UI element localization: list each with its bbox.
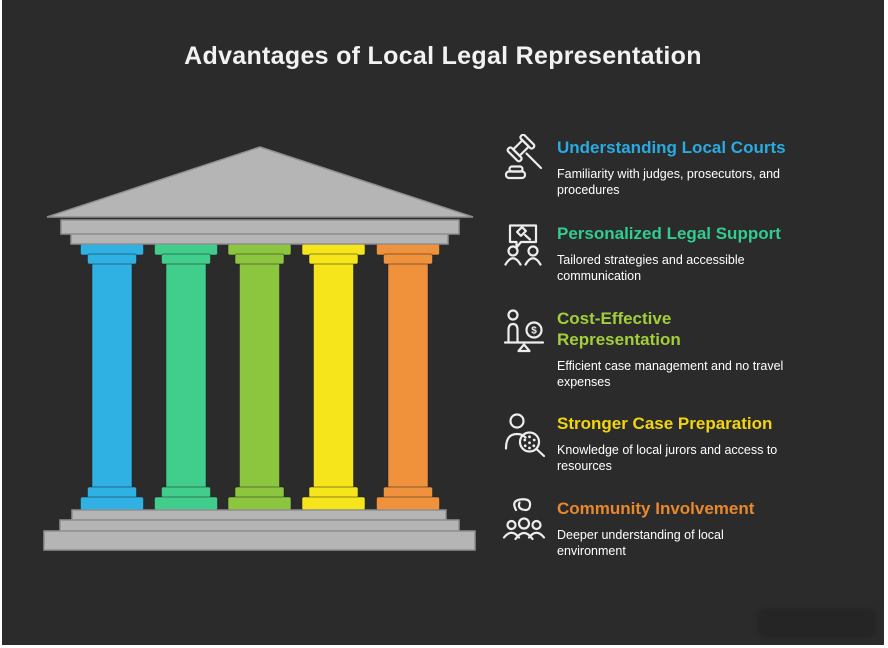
consultation-people-icon [500,220,548,268]
advantage-item-cost-effective-representation: $ Cost-Effective Representation Efficien… [500,305,789,390]
advantage-text: Stronger Case Preparation Knowledge of l… [557,410,789,474]
step-bottom [43,530,476,551]
advantage-description: Familiarity with judges, prosecutors, an… [557,167,781,197]
gavel-icon [500,134,548,182]
entablature-lower [70,233,449,245]
pediment [46,146,474,218]
advantage-text: Personalized Legal Support Tailored stra… [557,220,789,284]
advantage-description: Efficient case management and no travel … [557,359,784,389]
svg-text:$: $ [531,326,537,337]
advantage-item-stronger-case-preparation: Stronger Case Preparation Knowledge of l… [500,410,789,474]
advantage-title: Stronger Case Preparation [557,414,773,433]
page-title: Advantages of Local Legal Representation [184,42,702,70]
advantage-description: Knowledge of local jurors and access to … [557,443,778,473]
juror-search-icon [500,410,548,458]
advantage-description: Tailored strategies and accessible commu… [557,253,745,283]
pillar-4 [301,243,366,511]
step-middle [59,519,460,532]
advantage-text: Understanding Local Courts Familiarity w… [557,134,789,198]
temple-stonework [43,146,476,551]
advantage-title: Cost-Effective Representation [557,309,681,349]
pillar-1 [80,243,144,511]
advantage-text: Community Involvement Deeper understandi… [557,495,789,559]
advantage-title: Community Involvement [557,499,755,518]
advantage-text: Cost-Effective Representation Efficient … [557,305,789,390]
advantage-item-personalized-legal-support: Personalized Legal Support Tailored stra… [500,220,789,284]
community-people-icon [500,495,548,543]
pillar-2 [154,243,218,511]
step-top [71,509,447,521]
advantage-title: Understanding Local Courts [557,138,786,157]
advantage-item-community-involvement: Community Involvement Deeper understandi… [500,495,789,559]
pillar-5 [376,243,440,511]
pillar-3 [227,243,292,511]
advantage-title: Personalized Legal Support [557,224,781,243]
advantage-description: Deeper understanding of local environmen… [557,528,724,558]
cost-balance-icon: $ [500,305,548,353]
advantage-item-understanding-local-courts: Understanding Local Courts Familiarity w… [500,134,789,198]
entablature-upper [60,219,460,235]
watermark [758,608,876,638]
